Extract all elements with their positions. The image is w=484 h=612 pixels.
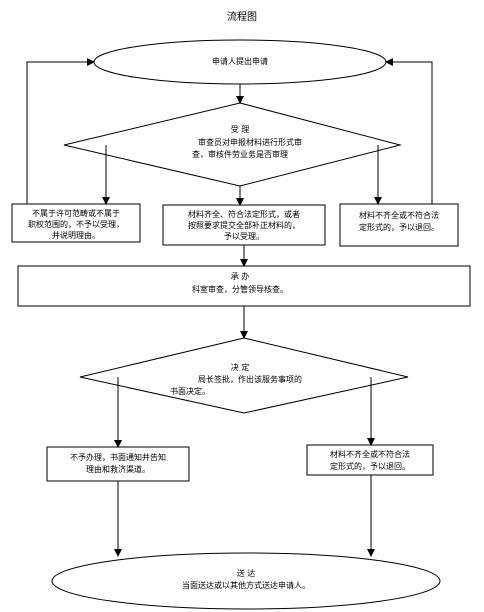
- incomplete-bottom-line-2: 定形式的，予以退回。: [330, 462, 410, 471]
- reject-scope-line-2: 职权范围的，不予以受理，: [28, 220, 124, 229]
- return-right: [385, 58, 433, 204]
- deliver-node: [51, 552, 441, 610]
- accepted-line-3: 予以受理。: [224, 232, 264, 241]
- reject-scope-line-1: 不属于许可范畴或不属于: [32, 209, 120, 218]
- accept-title: 受 理: [230, 125, 250, 134]
- decide-title: 决 定: [230, 363, 250, 372]
- accept-line-1: 审查员对申报材料进行形式审: [198, 138, 302, 147]
- accepted-line-1: 材料齐全、符合法定形式，或者: [188, 210, 300, 219]
- not-handle-line-2: 理由和救济渠道。: [86, 465, 150, 474]
- handle-title: 承 办: [230, 272, 250, 281]
- reject-scope-box: [11, 203, 141, 243]
- deliver-body: 当面送达或以其他方式送达申请人。: [182, 581, 310, 590]
- accepted-line-2: 按照要求提交全部补正材料的，: [188, 221, 300, 230]
- decide-line-1: 局长签批，作出该服务事项的: [198, 375, 302, 384]
- reject-scope-line-3: 并说明理由。: [52, 231, 100, 240]
- incomplete-bottom-line-1: 材料不齐全或不符合法: [330, 450, 410, 459]
- deliver-title: 送 达: [236, 569, 256, 578]
- handle-body: 科室审查，分管领导核查。: [192, 285, 288, 294]
- accept-line-2: 查，审核件劳业务是否审理: [192, 150, 288, 159]
- apply-text: 申请人提出申请: [212, 57, 268, 66]
- return-left: [26, 58, 95, 204]
- not-handle-line-1: 不予办理，书面通知并告知: [70, 453, 166, 462]
- incomplete-top-line-1: 材料不齐全或不符合法: [359, 211, 439, 220]
- incomplete-top-line-2: 定形式的，予以退回。: [359, 223, 439, 232]
- decide-line-2: 书面决定。: [170, 387, 210, 396]
- page-title: 流程图: [227, 12, 257, 23]
- decide-diamond: [79, 337, 409, 414]
- incomplete-top-box: [339, 203, 459, 247]
